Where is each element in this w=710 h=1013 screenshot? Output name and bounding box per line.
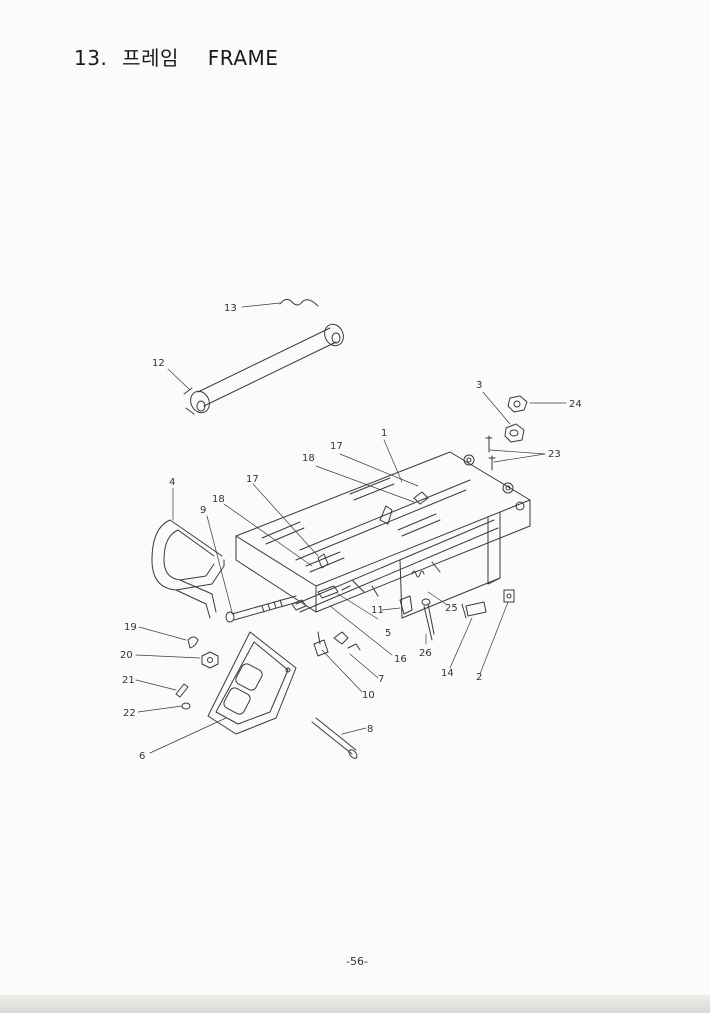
callout-26: 26 xyxy=(419,648,432,659)
page-number: -56- xyxy=(346,955,368,968)
callout-17-upper: 17 xyxy=(330,441,343,452)
scan-edge xyxy=(0,995,710,1013)
callout-17-lower: 17 xyxy=(246,474,259,485)
callout-1: 1 xyxy=(381,428,387,439)
part-21-bolt xyxy=(175,683,189,698)
callout-8: 8 xyxy=(367,724,373,735)
callout-16: 16 xyxy=(394,654,407,665)
callout-19: 19 xyxy=(124,622,137,633)
part-26-rod xyxy=(421,598,435,641)
callout-4: 4 xyxy=(169,477,175,488)
callout-13: 13 xyxy=(224,303,237,314)
callout-5: 5 xyxy=(385,628,391,639)
part-10-bracket xyxy=(313,631,329,657)
callout-6: 6 xyxy=(139,751,145,762)
part-12-cross-bar xyxy=(183,323,344,415)
part-25-spring xyxy=(411,570,425,578)
part-6-cover-panel xyxy=(207,631,297,735)
callout-23: 23 xyxy=(548,449,561,460)
callout-10: 10 xyxy=(362,690,375,701)
part-24-nut xyxy=(507,395,528,413)
callout-25: 25 xyxy=(445,603,458,614)
part-7-clip xyxy=(333,631,361,651)
leader-lines xyxy=(135,302,567,754)
callout-18-lower: 18 xyxy=(212,494,225,505)
callout-21: 21 xyxy=(122,675,135,686)
part-4-u-handle xyxy=(151,519,225,619)
callout-24: 24 xyxy=(569,399,582,410)
callout-11: 11 xyxy=(371,605,384,616)
callout-20: 20 xyxy=(120,650,133,661)
title-english: FRAME xyxy=(207,46,279,70)
page-title: 13. 프레임 FRAME xyxy=(74,42,278,71)
part-13-spring-clip xyxy=(279,298,319,307)
callout-3: 3 xyxy=(476,380,482,391)
part-23-pins xyxy=(485,435,496,471)
part-20-nut xyxy=(201,651,219,669)
section-number: 13. xyxy=(74,46,108,70)
part-19-spring-washer xyxy=(187,636,199,649)
callout-7: 7 xyxy=(378,674,384,685)
callout-12: 12 xyxy=(152,358,165,369)
part-2-plate xyxy=(503,589,515,603)
part-22-washer xyxy=(181,702,191,710)
part-14-bolt xyxy=(461,601,487,619)
part-3-collar xyxy=(504,423,525,443)
callout-14: 14 xyxy=(441,668,454,679)
callout-2: 2 xyxy=(476,672,482,683)
callout-9: 9 xyxy=(200,505,206,516)
callout-22: 22 xyxy=(123,708,136,719)
part-8-pin xyxy=(311,717,358,759)
callout-18-upper: 18 xyxy=(302,453,315,464)
part-9-long-bolt xyxy=(225,595,299,623)
main-frame xyxy=(235,451,531,619)
title-korean: 프레임 xyxy=(122,46,179,70)
